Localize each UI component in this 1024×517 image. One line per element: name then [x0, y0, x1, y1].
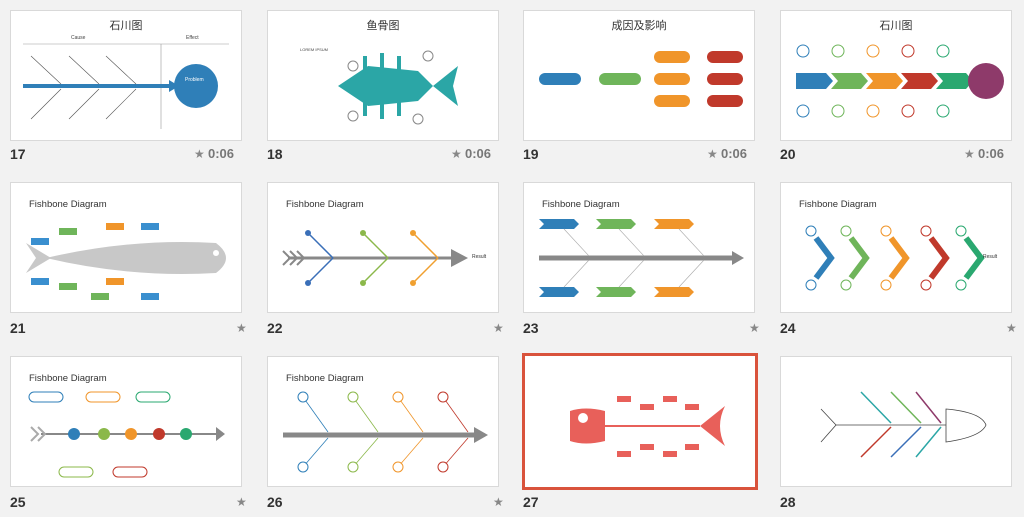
transition-star-icon[interactable]: ★ [451, 147, 462, 161]
slide-thumbnail-17[interactable]: 石川图 Cause Effect Problem [10, 10, 242, 141]
slide-title: 成因及影响 [611, 20, 667, 32]
slide-thumbnail-26[interactable]: Fishbone Diagram [267, 356, 499, 487]
lorem-label: LOREM IPSUM [300, 47, 329, 52]
slide-number: 26 [267, 494, 283, 510]
slide-thumbnail-20[interactable]: 石川图 [780, 10, 1012, 141]
slide-thumbnail-28[interactable] [780, 356, 1012, 487]
slide-thumbnail-24[interactable]: Fishbone Diagram Result [780, 182, 1012, 313]
slide-thumbnail-25[interactable]: Fishbone Diagram [10, 356, 242, 487]
slide-timing: 0:06 [465, 146, 492, 161]
slide-thumbnail-22[interactable]: Fishbone Diagram Result [267, 182, 499, 313]
slide-title: Fishbone Diagram [286, 199, 364, 210]
transition-star-icon[interactable]: ★ [749, 321, 760, 335]
slide-number: 27 [523, 494, 539, 510]
slide-title: Fishbone Diagram [286, 373, 364, 384]
slide-title: Fishbone Diagram [799, 199, 877, 210]
slide-timing: 0:06 [721, 146, 748, 161]
transition-star-icon[interactable]: ★ [194, 147, 205, 161]
slide-title: Fishbone Diagram [29, 373, 107, 384]
slide-title: 石川图 [879, 20, 913, 32]
slide-thumbnail-21[interactable]: Fishbone Diagram [10, 182, 242, 313]
transition-star-icon[interactable]: ★ [707, 147, 718, 161]
transition-star-icon[interactable]: ★ [236, 495, 247, 509]
transition-star-icon[interactable]: ★ [964, 147, 975, 161]
slide-thumbnail-19[interactable]: 成因及影响 [523, 10, 755, 141]
slide-title: 石川图 [109, 20, 143, 32]
slide-number: 23 [523, 320, 539, 336]
slide-number: 28 [780, 494, 796, 510]
slide-number: 20 [780, 146, 796, 162]
transition-star-icon[interactable]: ★ [493, 321, 504, 335]
result-label: Result [472, 254, 487, 260]
transition-star-icon[interactable]: ★ [493, 495, 504, 509]
slide-thumbnail-23[interactable]: Fishbone Diagram [523, 182, 755, 313]
slide-title: Fishbone Diagram [542, 199, 620, 210]
result-label: Result [983, 254, 998, 260]
slide-number: 22 [267, 320, 283, 336]
slide-number: 18 [267, 146, 283, 162]
slide-thumbnail-18[interactable]: 鱼骨图 LOREM IPSUM [267, 10, 499, 141]
slide-timing: 0:06 [978, 146, 1005, 161]
problem-label: Problem [185, 77, 204, 83]
slide-number: 24 [780, 320, 796, 336]
slide-number: 19 [523, 146, 539, 162]
slide-number: 17 [10, 146, 26, 162]
transition-star-icon[interactable]: ★ [236, 321, 247, 335]
slide-number: 25 [10, 494, 26, 510]
slide-number: 21 [10, 320, 26, 336]
cause-header: Cause [71, 35, 86, 41]
slide-thumbnail-27[interactable] [522, 353, 758, 490]
slide-title: Fishbone Diagram [29, 199, 107, 210]
effect-header: Effect [186, 35, 199, 41]
transition-star-icon[interactable]: ★ [1006, 321, 1017, 335]
slide-title: 鱼骨图 [366, 20, 400, 32]
slide-timing: 0:06 [208, 146, 235, 161]
